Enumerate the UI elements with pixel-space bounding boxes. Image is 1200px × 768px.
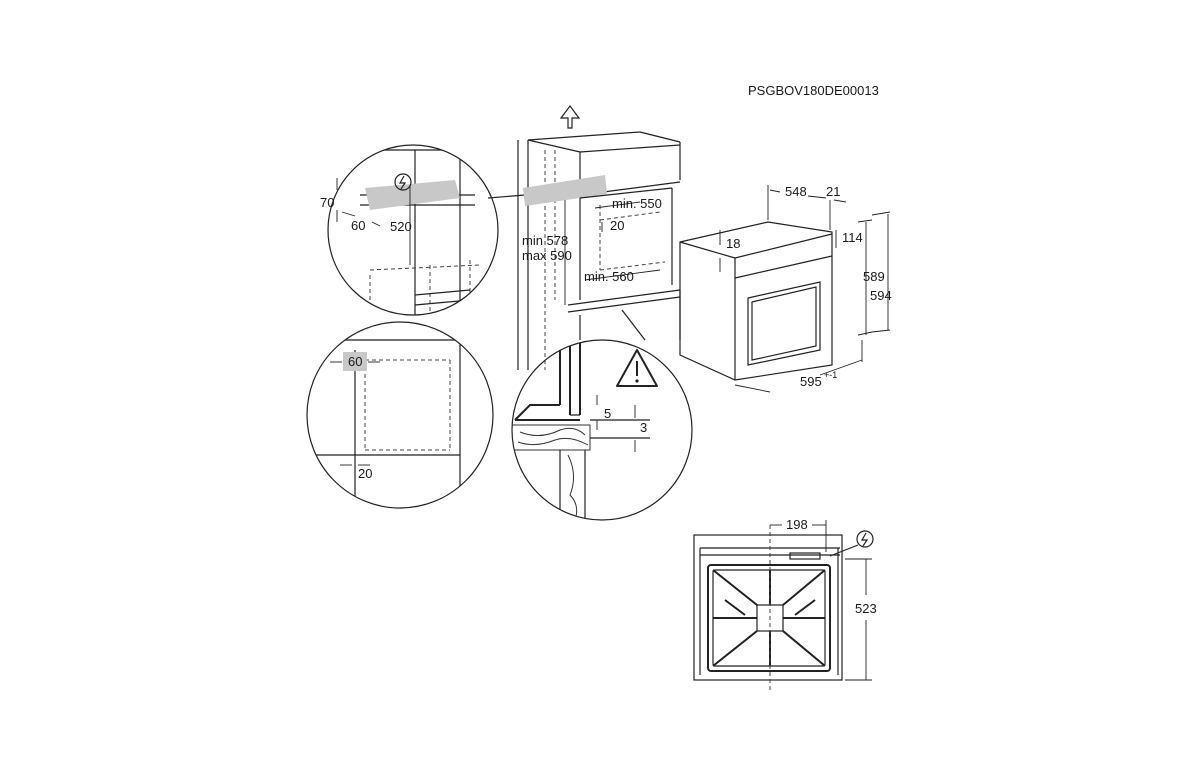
dim-60-left: 60 (348, 354, 362, 369)
cabinet-ventilation-cutout (523, 175, 607, 206)
cabinet-niche: min 578 max 590 min. 550 20 min. 560 (517, 105, 681, 370)
detail-circle-bottom-left (306, 321, 494, 509)
detail-bottom-left: 60 20 (306, 321, 494, 509)
detail-bottom-mid: 5 3 (511, 339, 693, 521)
dim-18: 18 (726, 236, 740, 251)
power-connection-icon-rear (856, 530, 874, 548)
dim-198: 198 (786, 517, 808, 532)
dim-max-590: max 590 (522, 248, 572, 263)
dim-min-560: min. 560 (584, 269, 634, 284)
warning-triangle-icon (616, 349, 658, 387)
dim-594: 594 (870, 288, 892, 303)
dim-595-tolerance: +-1 (824, 370, 837, 380)
detail-circle-bottom-mid (511, 339, 693, 521)
ventilation-cutout (365, 180, 460, 210)
oven-rear-view: 198 523 (693, 517, 877, 690)
dim-21: 21 (826, 184, 840, 199)
detail-circle-top-left (327, 144, 499, 316)
dim-595: 595 (800, 374, 822, 389)
dim-60: 60 (351, 218, 365, 233)
gap-highlight (343, 352, 367, 371)
dim-114: 114 (842, 230, 863, 245)
power-connector-box (789, 552, 821, 560)
dim-20-cabinet: 20 (610, 218, 624, 233)
dim-589: 589 (863, 269, 885, 284)
drawing-code: PSGBOV180DE00013 (748, 83, 879, 98)
dim-5: 5 (604, 406, 611, 421)
dim-520: 520 (390, 219, 412, 234)
dim-min-578: min 578 (522, 233, 568, 248)
dim-548: 548 (785, 184, 807, 199)
up-arrow-icon (559, 105, 581, 129)
power-connection-icon (394, 173, 412, 191)
dim-70: 70 (320, 195, 334, 210)
dim-20-left: 20 (358, 466, 372, 481)
dim-523: 523 (855, 601, 877, 616)
wood-shelf (512, 424, 591, 451)
detail-top-left: 70 60 520 (320, 144, 499, 316)
oven-front-view: 548 21 18 114 589 594 595 +-1 (679, 184, 892, 393)
dim-min-550: min. 550 (612, 196, 662, 211)
dim-3: 3 (640, 420, 647, 435)
leader-line-bottom (621, 309, 646, 341)
leader-line-top (487, 194, 526, 199)
